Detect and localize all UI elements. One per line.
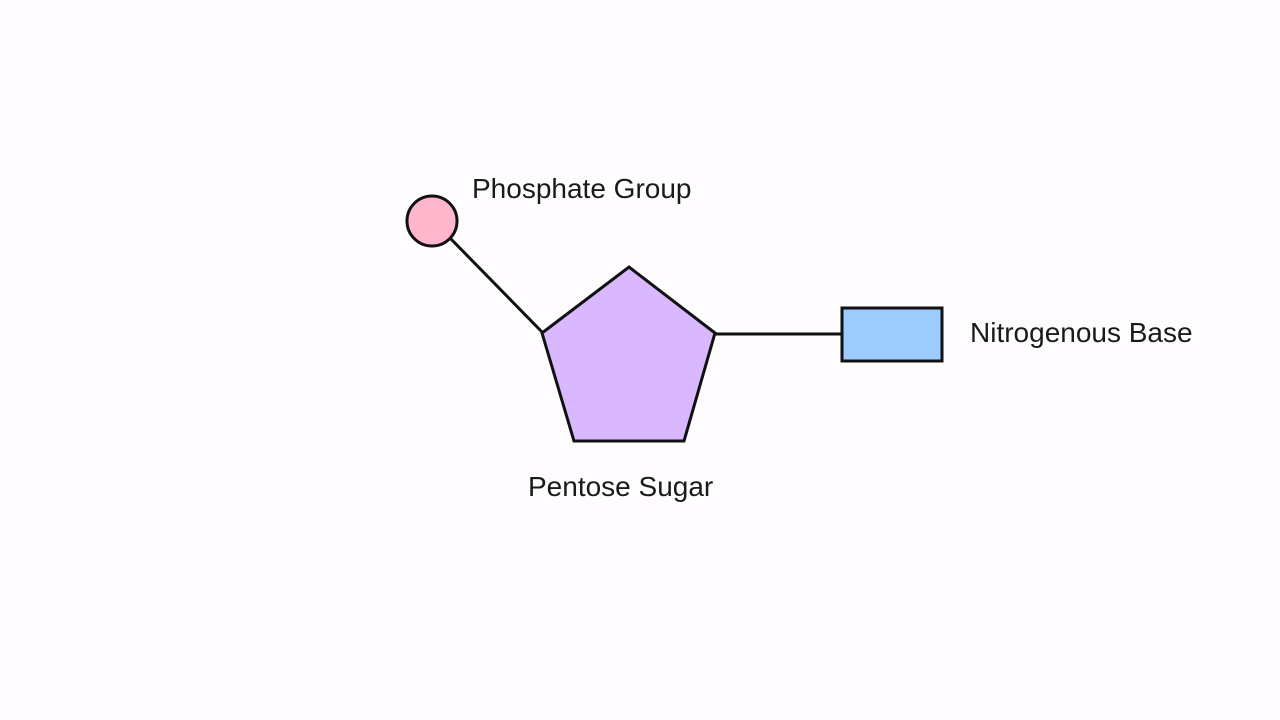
nitrogenous-base-shape xyxy=(840,306,944,363)
pentose-sugar-shape xyxy=(540,265,717,443)
pentose-sugar-label: Pentose Sugar xyxy=(528,471,714,502)
phosphate-group-label: Phosphate Group xyxy=(472,173,692,204)
nitrogenous-base-label: Nitrogenous Base xyxy=(970,317,1193,348)
phosphate-sugar-bond xyxy=(448,236,545,335)
phosphate-group-shape xyxy=(405,194,459,248)
